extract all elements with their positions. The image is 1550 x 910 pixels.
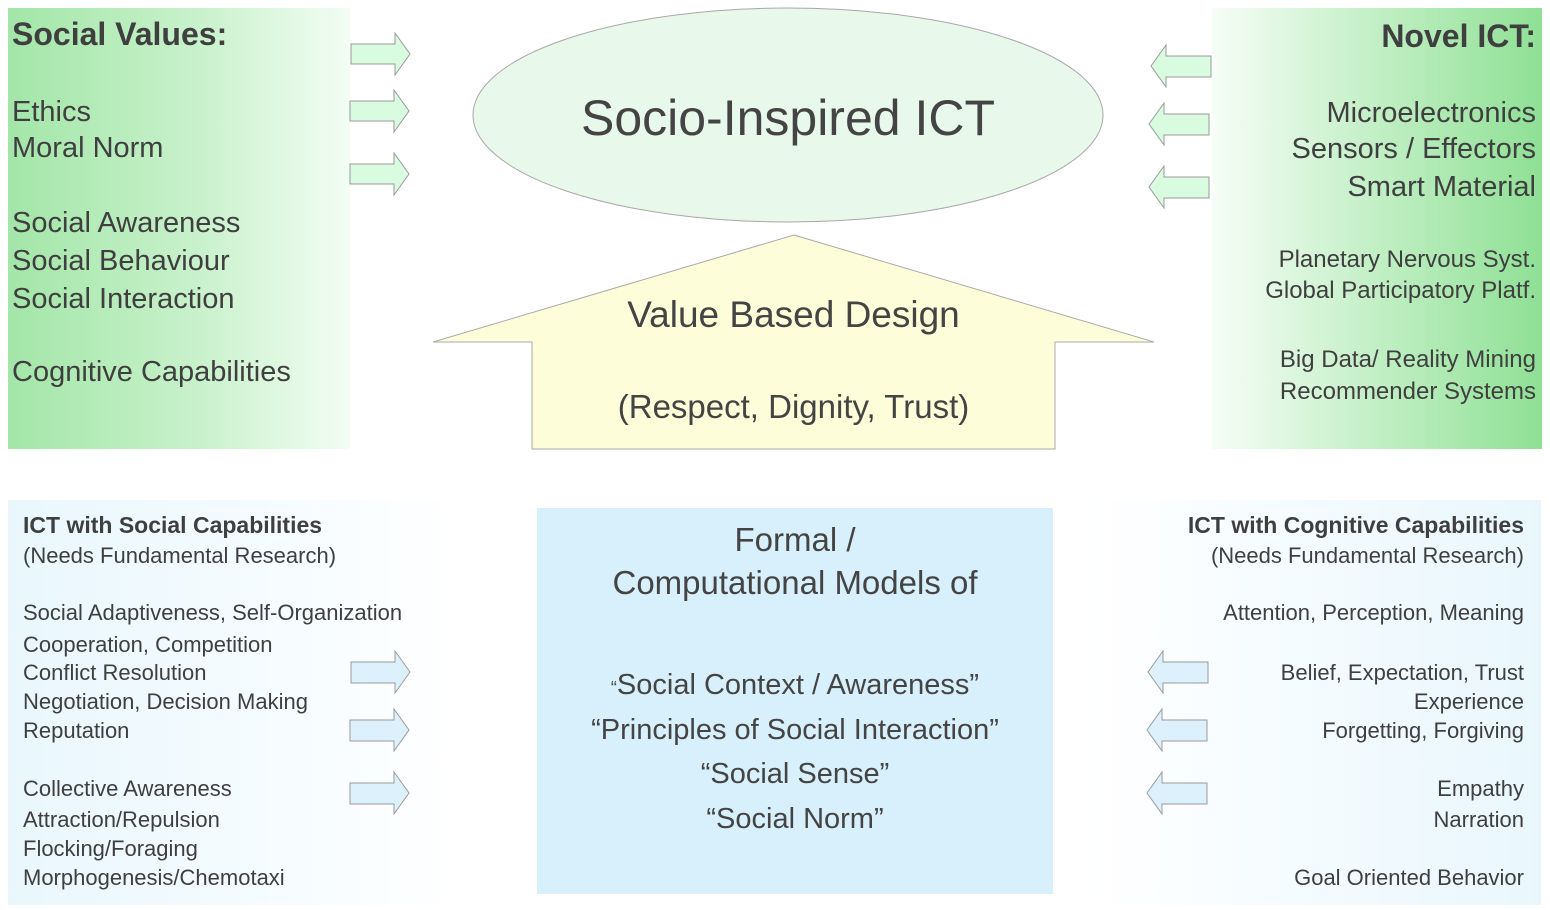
- models-line-6: “Social Norm”: [706, 803, 884, 835]
- socio-inspired-ict-label: Socio-Inspired ICT: [580, 90, 996, 146]
- value-based-design-arrow: [432, 234, 1155, 450]
- models-line-1: Formal /: [734, 521, 856, 558]
- social-capability-item: Cooperation, Competition: [23, 632, 273, 657]
- social-capability-item: Conflict Resolution: [23, 660, 207, 685]
- value-based-design-sub: (Respect, Dignity, Trust): [617, 388, 970, 425]
- social-capability-item: Collective Awareness: [23, 776, 232, 801]
- social-capabilities-panel: [8, 500, 463, 905]
- cognitive-capability-item: Attention, Perception, Meaning: [1223, 600, 1524, 625]
- models-line-2: Computational Models of: [612, 564, 978, 601]
- novel-ict-item: Global Participatory Platf.: [1265, 277, 1536, 304]
- cognitive-capabilities-panel: [1085, 500, 1541, 905]
- arrow-right-blue-1: [350, 649, 411, 695]
- arrow-right-green-3: [349, 151, 410, 197]
- social-value-item: Social Awareness: [12, 207, 241, 239]
- cognitive-capability-item: Empathy: [1437, 776, 1524, 801]
- arrow-left-blue-3: [1146, 770, 1208, 816]
- social-capability-item: Reputation: [23, 718, 130, 743]
- social-capability-item: Morphogenesis/Chemotaxi: [23, 865, 285, 890]
- cognitive-capability-item: Experience: [1413, 689, 1524, 714]
- cognitive-capability-item: Belief, Expectation, Trust: [1280, 660, 1524, 685]
- novel-ict-item: Smart Material: [1347, 171, 1536, 203]
- arrow-left-blue-1: [1147, 649, 1209, 695]
- novel-ict-item: Sensors / Effectors: [1291, 133, 1536, 165]
- social-capability-item: Flocking/Foraging: [23, 836, 198, 861]
- cognitive-capabilities-subtitle: (Needs Fundamental Research): [1210, 543, 1524, 568]
- arrow-left-green-2: [1148, 101, 1210, 147]
- socio-inspired-ellipse: [472, 7, 1104, 223]
- arrow-right-green-2: [349, 88, 410, 134]
- computational-models-box: [537, 508, 1053, 894]
- novel-ict-item: Recommender Systems: [1279, 378, 1536, 405]
- social-value-item: Ethics: [12, 96, 91, 128]
- novel-ict-item: Big Data/ Reality Mining: [1279, 346, 1536, 373]
- social-context-text: Social Context / Awareness”: [616, 669, 980, 701]
- social-capabilities-title: ICT with Social Capabilities: [23, 512, 323, 538]
- arrow-right-green-1: [350, 31, 411, 77]
- novel-ict-title: Novel ICT:: [1381, 18, 1536, 54]
- small-open-quote: “: [610, 678, 617, 698]
- social-capability-item: Social Adaptiveness, Self-Organization: [23, 600, 403, 625]
- social-capabilities-subtitle: (Needs Fundamental Research): [23, 543, 337, 568]
- social-values-panel: [8, 8, 350, 449]
- models-line-5: “Social Sense”: [700, 758, 890, 790]
- social-value-item: Cognitive Capabilities: [12, 356, 291, 388]
- arrow-left-green-3: [1148, 164, 1210, 210]
- cognitive-capability-item: Goal Oriented Behavior: [1294, 865, 1524, 890]
- cognitive-capability-item: Forgetting, Forgiving: [1322, 718, 1524, 743]
- social-value-item: Social Behaviour: [12, 245, 230, 277]
- social-values-title: Social Values:: [12, 16, 228, 52]
- social-capability-item: Negotiation, Decision Making: [23, 689, 308, 714]
- models-line-4: “Principles of Social Interaction”: [591, 714, 999, 746]
- novel-ict-item: Planetary Nervous Syst.: [1278, 246, 1536, 273]
- value-based-design-label: Value Based Design: [627, 294, 960, 335]
- arrow-right-blue-2: [349, 707, 410, 753]
- arrow-left-blue-2: [1146, 707, 1208, 753]
- social-value-item: Moral Norm: [12, 132, 164, 164]
- novel-ict-item: Microelectronics: [1326, 97, 1537, 129]
- social-capability-item: Attraction/Repulsion: [23, 807, 220, 832]
- models-line-3: “Social Context / Awareness”: [537, 666, 1053, 707]
- social-value-item: Social Interaction: [12, 283, 235, 315]
- cognitive-capabilities-title: ICT with Cognitive Capabilities: [1187, 512, 1524, 538]
- arrow-right-blue-3: [349, 770, 410, 816]
- arrow-left-green-1: [1150, 43, 1212, 89]
- cognitive-capability-item: Narration: [1433, 807, 1524, 832]
- novel-ict-panel: [1212, 8, 1542, 449]
